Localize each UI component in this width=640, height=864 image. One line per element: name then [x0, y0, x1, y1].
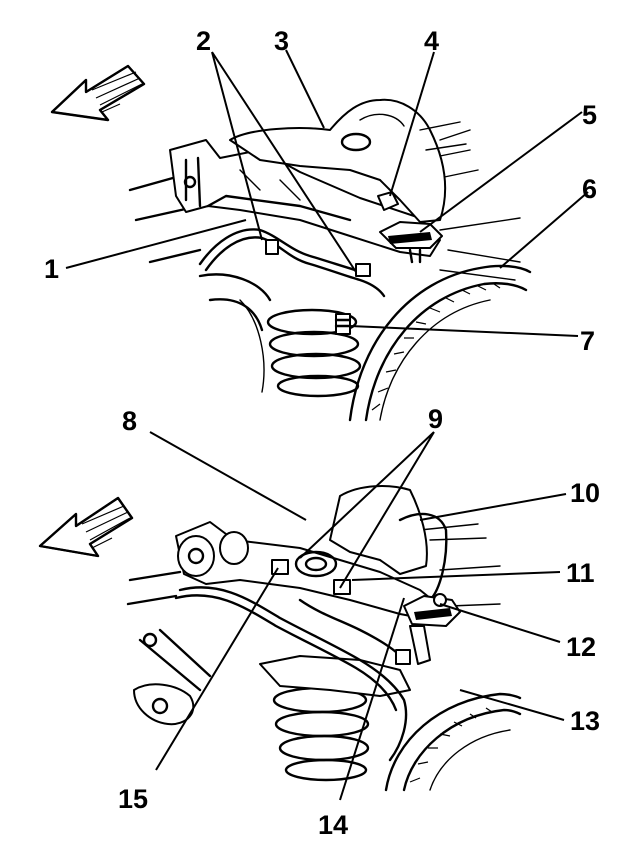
- callout-7: 7: [580, 326, 595, 356]
- callout-2: 2: [196, 26, 211, 56]
- direction-arrow-icon: [50, 64, 146, 122]
- callout-3: 3: [274, 26, 289, 56]
- nut-top: [377, 191, 399, 211]
- callouts-top: 1 2 3 4 5 6 7: [44, 26, 597, 356]
- callout-12: 12: [566, 632, 596, 662]
- brake-rotor-bottom: [384, 692, 522, 792]
- callout-1: 1: [44, 254, 59, 284]
- leader-lines-top: [65, 49, 589, 337]
- callout-11: 11: [566, 558, 595, 588]
- callouts-bottom: 8 9 10 11 12 13 14 15: [118, 404, 600, 840]
- bottom-view: 8 9 10 11 12 13 14 15: [38, 404, 600, 840]
- brake-line-top: [198, 228, 386, 298]
- bolt-top: [334, 313, 352, 335]
- shock-bracket: [229, 98, 467, 223]
- ball-joint-top: [379, 221, 443, 264]
- top-view: 1 2 3 4 5 6 7: [44, 26, 597, 422]
- brake-rotor-top: [348, 264, 532, 422]
- lower-control-arm: [259, 655, 411, 697]
- callout-13: 13: [570, 706, 600, 736]
- frame-top: [128, 129, 521, 332]
- callout-14: 14: [318, 810, 348, 840]
- ball-joint-bottom: [403, 593, 461, 665]
- direction-arrow-icon: [38, 496, 134, 558]
- callout-10: 10: [570, 478, 600, 508]
- callout-15: 15: [118, 784, 148, 814]
- callout-4: 4: [424, 26, 439, 56]
- callout-8: 8: [122, 406, 137, 436]
- callout-5: 5: [582, 100, 597, 130]
- callout-6: 6: [582, 174, 597, 204]
- coil-spring-bottom: [272, 686, 370, 782]
- upper-control-arm-bottom: [175, 521, 441, 621]
- frame-bottom: [126, 523, 501, 726]
- upper-control-arm: [169, 139, 441, 257]
- callout-9: 9: [428, 404, 443, 434]
- leader-lines-bottom: [149, 431, 567, 801]
